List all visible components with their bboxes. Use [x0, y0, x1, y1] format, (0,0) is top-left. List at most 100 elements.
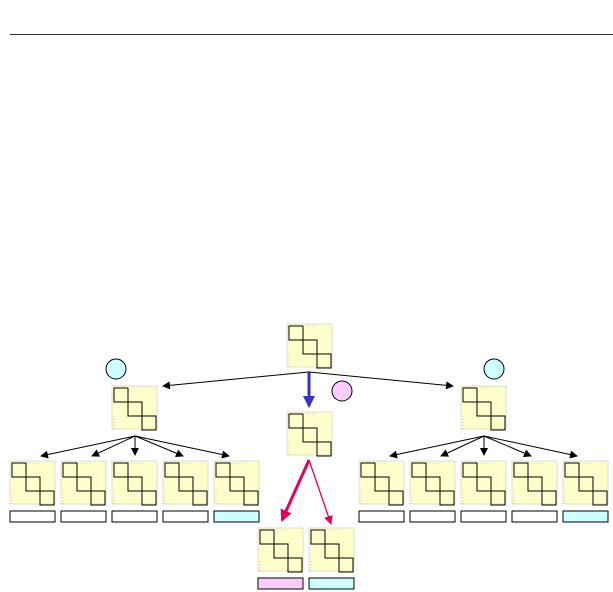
left-leaf-4-label-box	[162, 510, 209, 523]
root-tile	[286, 323, 333, 369]
right-leaf-5-tile	[562, 460, 609, 506]
edge-right-node-to-right-leaf-4	[483, 435, 532, 457]
edge-left-node-to-left-leaf-5	[134, 435, 230, 459]
top-rule	[10, 34, 613, 35]
right-leaf-3-grid-cell-1	[462, 462, 478, 478]
right-node-grid-cell-1	[462, 387, 478, 403]
left-leaf-3-tile-bg	[111, 460, 158, 505]
left-leaf-5-grid-cell-3	[243, 490, 259, 506]
edge-center-node-to-center-leaf-1	[280, 459, 311, 522]
root-grid-cell-3	[316, 353, 332, 369]
right-leaf-3-tile-bg	[460, 460, 507, 505]
right-leaf-1-grid-cell-3	[388, 490, 404, 506]
left-node-tile-bg	[111, 385, 158, 430]
right-leaf-2-tile	[409, 460, 456, 506]
right-leaf-1-grid-cell-2	[374, 476, 390, 492]
left-leaf-5-grid-cell-1	[215, 462, 231, 478]
left-leaf-2-tile-bg	[60, 460, 107, 505]
center-leaf-2-grid-cell-1	[310, 529, 326, 545]
right-leaf-1-tile-bg	[358, 460, 405, 505]
right-leaf-4-grid-cell-3	[541, 490, 557, 506]
edge-root-to-right-node	[308, 371, 454, 390]
right-leaf-3-grid-cell-2	[476, 476, 492, 492]
left-node-grid-cell-1	[113, 387, 129, 403]
left-leaf-2-grid-cell-1	[62, 462, 78, 478]
right-leaf-5-tile-bg	[562, 460, 609, 505]
right-leaf-4-tile-bg	[511, 460, 558, 505]
right-node-tile-bg	[460, 385, 507, 430]
right-leaf-4-tile	[511, 460, 558, 506]
center-leaf-1-tile	[257, 527, 304, 573]
right-leaf-5-grid-cell-1	[564, 462, 580, 478]
edge-left-node-to-left-leaf-4	[134, 435, 184, 457]
left-leaf-5-tile	[213, 460, 260, 506]
root-tile-bg	[286, 323, 333, 368]
left-leaf-5-label-box	[213, 510, 260, 523]
right-leaf-3-grid-cell-3	[490, 490, 506, 506]
right-leaf-2-label-box	[409, 510, 456, 523]
edge-center-node-to-center-leaf-2	[308, 459, 333, 525]
center-leaf-1-grid-cell-2	[273, 543, 289, 559]
right-node-badge-icon	[483, 358, 505, 380]
right-node-grid-cell-3	[490, 415, 506, 431]
right-leaf-2-grid-cell-3	[439, 490, 455, 506]
left-leaf-3-grid-cell-2	[127, 476, 143, 492]
center-node-badge-icon	[331, 380, 353, 402]
edge-left-node-to-left-leaf-1	[40, 435, 136, 459]
center-leaf-1-label-box	[257, 577, 304, 590]
left-leaf-4-grid-cell-1	[164, 462, 180, 478]
left-leaf-1-tile	[9, 460, 56, 506]
edge-right-node-to-right-leaf-1	[389, 435, 485, 459]
left-leaf-3-tile	[111, 460, 158, 506]
center-node-grid-cell-2	[302, 427, 318, 443]
left-leaf-2-grid-cell-2	[76, 476, 92, 492]
left-leaf-1-grid-cell-1	[11, 462, 27, 478]
center-leaf-2-grid-cell-3	[338, 557, 354, 573]
root-grid-cell-2	[302, 339, 318, 355]
edge-right-node-to-right-leaf-2	[440, 435, 485, 457]
right-leaf-3-label-box	[460, 510, 507, 523]
right-node-grid-cell-2	[476, 401, 492, 417]
left-leaf-2-label-box	[60, 510, 107, 523]
right-leaf-5-grid-cell-2	[578, 476, 594, 492]
right-leaf-4-grid-cell-1	[513, 462, 529, 478]
left-leaf-1-tile-bg	[9, 460, 56, 505]
left-leaf-5-tile-bg	[213, 460, 260, 505]
left-node-grid-cell-3	[141, 415, 157, 431]
left-leaf-2-tile	[60, 460, 107, 506]
right-leaf-2-grid-cell-2	[425, 476, 441, 492]
left-leaf-2-grid-cell-3	[90, 490, 106, 506]
edge-left-node-to-left-leaf-2	[91, 435, 136, 457]
center-node-grid-cell-3	[316, 441, 332, 457]
left-leaf-4-tile	[162, 460, 209, 506]
left-node-badge-icon	[105, 358, 127, 380]
right-node-tile	[460, 385, 507, 431]
edge-root-to-left-node	[162, 371, 310, 390]
left-leaf-3-label-box	[111, 510, 158, 523]
center-leaf-2-tile-bg	[308, 527, 355, 572]
right-leaf-2-tile-bg	[409, 460, 456, 505]
center-node-tile-bg	[286, 411, 333, 456]
left-node-grid-cell-2	[127, 401, 143, 417]
right-leaf-4-grid-cell-2	[527, 476, 543, 492]
left-leaf-1-grid-cell-3	[39, 490, 55, 506]
left-node-tile	[111, 385, 158, 431]
left-leaf-1-grid-cell-2	[25, 476, 41, 492]
center-leaf-2-tile	[308, 527, 355, 573]
right-leaf-1-label-box	[358, 510, 405, 523]
left-leaf-3-grid-cell-3	[141, 490, 157, 506]
right-leaf-3-tile	[460, 460, 507, 506]
center-leaf-2-grid-cell-2	[324, 543, 340, 559]
left-leaf-4-tile-bg	[162, 460, 209, 505]
left-leaf-4-grid-cell-2	[178, 476, 194, 492]
right-leaf-1-grid-cell-1	[360, 462, 376, 478]
center-node-grid-cell-1	[288, 413, 304, 429]
center-leaf-1-grid-cell-3	[287, 557, 303, 573]
right-leaf-4-label-box	[511, 510, 558, 523]
left-leaf-3-grid-cell-1	[113, 462, 129, 478]
center-leaf-2-label-box	[308, 577, 355, 590]
right-leaf-5-label-box	[562, 510, 609, 523]
right-leaf-2-grid-cell-1	[411, 462, 427, 478]
root-grid-cell-1	[288, 325, 304, 341]
